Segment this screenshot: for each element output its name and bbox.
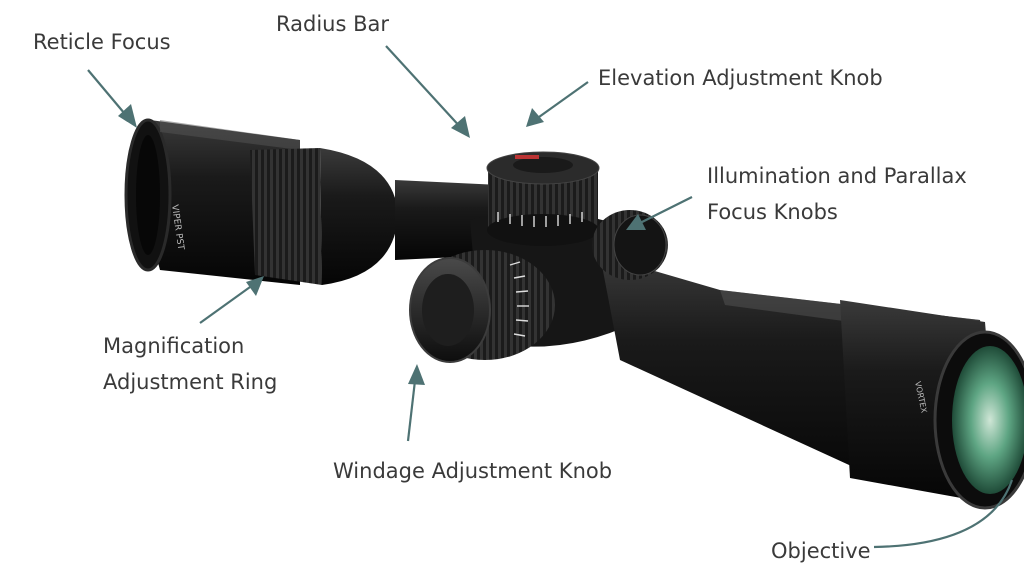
magnification-ring [250, 148, 398, 285]
radius-bar-arrow-line [385, 45, 464, 131]
radius-bar-label: Radius Bar [276, 12, 389, 36]
objective-arrow-line [873, 479, 1014, 549]
magnification-label-line2: Adjustment Ring [103, 370, 278, 394]
radius-bar-arrowhead [451, 116, 470, 138]
windage-arrowhead [408, 364, 425, 385]
radius-bar-marker [515, 155, 539, 159]
elevation-arrowhead [526, 108, 544, 127]
parallax-knob [592, 210, 668, 280]
objective-lens [952, 346, 1024, 494]
elevation-knob [486, 151, 600, 246]
illumination-label-line1: Illumination and Parallax [707, 164, 967, 188]
arrow-heads [118, 104, 646, 385]
magnification-arrow-line [199, 281, 258, 324]
magnification-label-line1: Magnification [103, 334, 245, 358]
windage-knob-label: Windage Adjustment Knob [333, 459, 613, 483]
illumination-arrowhead [626, 214, 646, 230]
objective-bell [840, 300, 1024, 510]
reticle-focus-arrowhead [118, 104, 137, 128]
magnification-arrowhead [246, 276, 264, 296]
windage-knob [409, 250, 555, 363]
objective-label: Objective [771, 539, 871, 563]
reticle-focus-label: Reticle Focus [33, 30, 171, 54]
illumination-label-line2: Focus Knobs [707, 200, 838, 224]
elevation-knob-label: Elevation Adjustment Knob [598, 66, 883, 90]
elevation-arrow-line [531, 81, 589, 123]
leader-arrows [87, 45, 1014, 549]
illumination-arrow-line [633, 196, 693, 227]
